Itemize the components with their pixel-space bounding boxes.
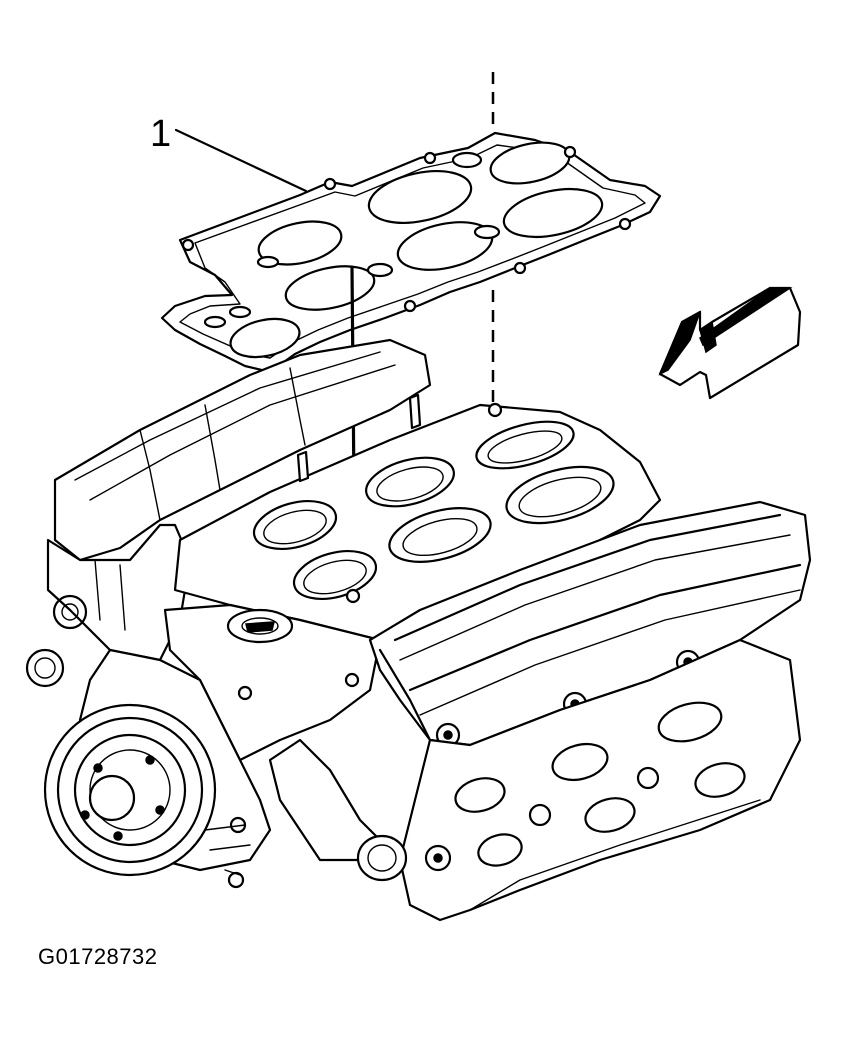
engine-block <box>25 338 812 922</box>
direction-arrow-icon <box>658 286 802 400</box>
intake-manifold-gasket <box>160 131 662 374</box>
harmonic-balancer <box>43 703 217 877</box>
callout-label: 1 <box>150 113 171 155</box>
callout-1: 1 <box>150 113 308 193</box>
figure-id-label: G01728732 <box>38 944 158 969</box>
